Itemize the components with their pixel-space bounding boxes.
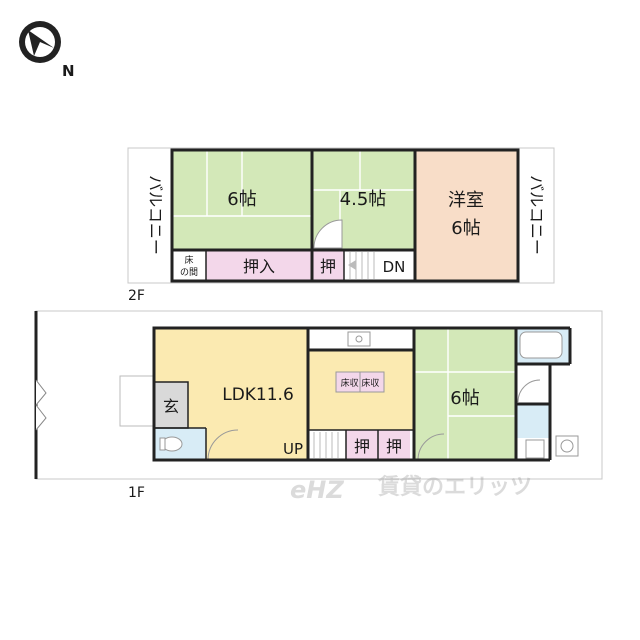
washbasin-icon	[525, 439, 545, 459]
watermark-logo-icon: eHZ	[290, 476, 344, 504]
floor-2-label: 2F	[128, 288, 145, 304]
tokonoma	[172, 250, 206, 281]
compass-north-label: N	[62, 62, 75, 80]
western-room-label-1: 洋室	[448, 190, 484, 211]
closet-small-2f-label: 押	[320, 257, 336, 276]
watermark: eHZ 賃貸のエリッツ	[290, 474, 532, 504]
room-6jo-1f	[414, 328, 516, 460]
room-6jo-2f-label: 6帖	[227, 189, 256, 210]
western-room-2f	[415, 150, 518, 281]
tokonoma-label-2: の間	[180, 267, 198, 278]
washing-machine-icon	[555, 435, 579, 457]
closet-1-1f	[346, 430, 378, 460]
balcony-right-label: バルコニー	[527, 175, 546, 255]
room-6jo-1f-label: 6帖	[450, 388, 479, 409]
closet-large-2f	[206, 250, 312, 281]
watermark-text: 賃貸のエリッツ	[377, 474, 532, 500]
bathtub-icon	[519, 331, 563, 359]
stairs-up-label: UP	[283, 440, 303, 458]
entrance	[154, 382, 188, 428]
ldk-label: LDK11.6	[222, 385, 294, 405]
floor-1-label: 1F	[128, 485, 145, 501]
washroom	[516, 404, 550, 438]
gate-icon	[35, 379, 47, 431]
tokonoma-label-1: 床	[184, 254, 193, 266]
floor-2: 6帖 4.5帖 洋室 6帖 床 の間 押入 押 DN バルコニー バルコニー 2…	[127, 147, 555, 304]
balcony-right	[517, 147, 555, 284]
room-45jo-2f-label: 4.5帖	[340, 189, 387, 210]
sink-icon	[347, 331, 371, 347]
entrance-porch	[119, 375, 155, 427]
closet-small-2f	[312, 250, 344, 281]
entrance-label: 玄	[163, 397, 179, 416]
closet-large-2f-label: 押入	[243, 257, 275, 276]
closet-2-1f	[378, 430, 410, 460]
balcony-left-label: バルコニー	[146, 175, 165, 255]
floor-1: 玄 LDK11.6 UP 床収 床収 押 押 6帖 1F	[34, 310, 603, 501]
closet-1-1f-label: 押	[354, 437, 370, 456]
stairs-down-label: DN	[383, 258, 406, 276]
floor-storage-label: 床収 床収	[341, 377, 380, 389]
compass-icon	[19, 21, 61, 63]
closet-2-1f-label: 押	[386, 437, 402, 456]
western-room-label-2: 6帖	[451, 218, 480, 239]
balcony-left	[127, 147, 173, 284]
hall-1f	[516, 364, 550, 404]
